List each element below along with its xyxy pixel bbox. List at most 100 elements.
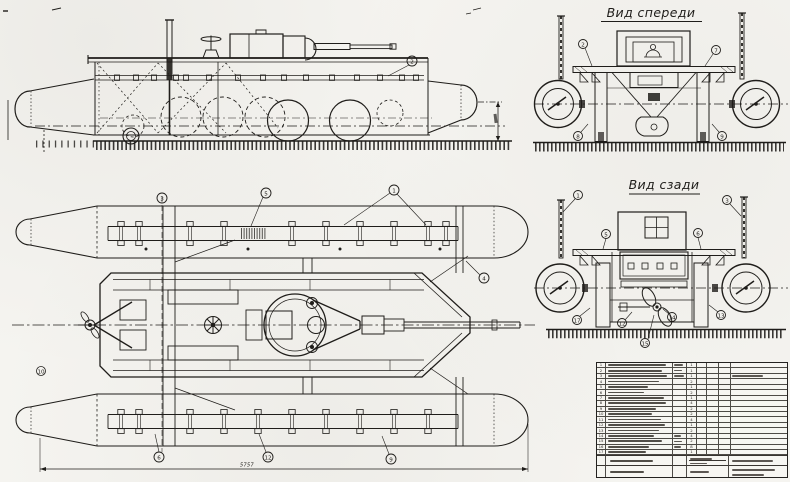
part-name-cell [606,444,673,450]
quantity-cell: 2 [687,406,697,412]
spare-cell-2 [707,368,719,374]
quantity-cell: 1 [687,368,697,374]
spare-cell-1 [697,411,707,418]
note-cell [731,385,787,391]
spare-cell-3 [719,428,731,434]
callout-plan-1: 1 [343,184,427,226]
spare-cell-2 [707,363,719,369]
part-name-cell [606,422,673,429]
mast-side [165,19,174,135]
material-cell [673,417,687,423]
callout-rear-5: 5 [601,229,611,250]
spare-cell-3 [719,406,731,412]
spare-cell-1 [697,390,707,396]
transverse-beams [162,206,469,446]
bracing [96,62,279,134]
callout-rear-17: 17 [572,307,591,325]
note-cell [731,417,787,423]
svg-text:1: 1 [392,188,396,194]
quantity-cell: 1 [687,395,697,402]
quantity-cell: 1 [687,422,697,429]
svg-text:3: 3 [725,198,729,204]
note-cell [731,368,787,374]
pontoon-circle-rear-left [535,263,588,313]
quantity-cell: 4 [687,433,697,440]
material-cell [673,428,687,434]
note-cell [731,412,787,418]
spare-cell-3 [719,395,731,402]
footer-cell [597,465,606,479]
quantity-cell: 8 [687,444,697,450]
gun-barrel [349,44,393,50]
row-number: 13 [597,428,606,434]
note-cell [731,390,787,396]
table-row: 2 1 [597,368,787,374]
material-cell [673,401,687,407]
spare-cell-3 [719,363,731,369]
part-name-cell [606,373,673,380]
pontoon-tail-right-side [427,80,478,134]
footer-cell [729,465,787,478]
row-number: 11 [597,417,606,423]
spare-cell-2 [707,444,719,450]
callout-rear-13: 13 [708,304,726,320]
svg-text:7: 7 [714,48,718,54]
row-number: 17 [597,450,606,456]
quantity-cell: 2 [687,411,697,418]
svg-text:5: 5 [264,191,268,197]
table-row: 7 1 [597,395,787,402]
pontoon-circle-front-left [533,79,585,129]
gun-muzzle [389,43,397,50]
table-row: 5 1 [597,384,787,391]
pontoon-nose-left-side [14,78,95,152]
spare-cell-2 [707,406,719,412]
front-view-title: Вид спереди [607,5,696,20]
mast-rear-right [740,196,748,259]
note-cell [731,428,787,434]
part-name-cell [606,428,673,434]
svg-text:10: 10 [37,369,45,375]
spare-cell-1 [697,373,707,380]
spare-cell-3 [719,373,731,380]
spare-cell-1 [697,384,707,391]
row-number: 15 [597,439,606,445]
spare-cell-3 [719,390,731,396]
spare-cell-3 [719,368,731,374]
hull-side [87,55,430,136]
svg-text:8: 8 [576,134,580,140]
footer-cell [687,465,729,479]
rear-view-drawing: Вид сзади [534,177,788,348]
footer-cell [597,455,606,466]
turret-side [229,29,397,61]
svg-text:17: 17 [573,318,581,324]
part-name-cell [606,368,673,374]
part-name-cell [606,384,673,391]
mast-front-right [738,12,746,80]
callout-plan-12: 12 [258,433,274,463]
parts-table-body: 1 1 2 1 3 1 4 [597,363,787,456]
material-cell [673,368,687,374]
table-row: 12 1 [597,422,787,429]
rear-view-title: Вид сзади [629,177,700,192]
quantity-cell: 2 [687,428,697,434]
note-cell [731,374,787,380]
table-row: 16 8 [597,444,787,450]
table-footer-row-2 [597,465,787,479]
length-dimension: 5757 [39,424,529,472]
part-name-cell [606,401,673,407]
note-cell [731,363,787,369]
svg-text:5757: 5757 [240,463,254,469]
road-wheels [121,96,404,145]
callout-rear-3: 3 [722,195,742,217]
material-cell [673,439,687,445]
quantity-cell: 2 [687,439,697,445]
part-name-cell [606,411,673,418]
table-row: 3 1 [597,373,787,380]
spoked-cap [204,316,222,334]
spare-cell-3 [719,411,731,418]
note-cell [731,439,787,445]
gun-plan [361,315,521,335]
footer-cell [687,455,729,466]
row-number: 6 [597,390,606,396]
spare-cell-3 [719,439,731,445]
